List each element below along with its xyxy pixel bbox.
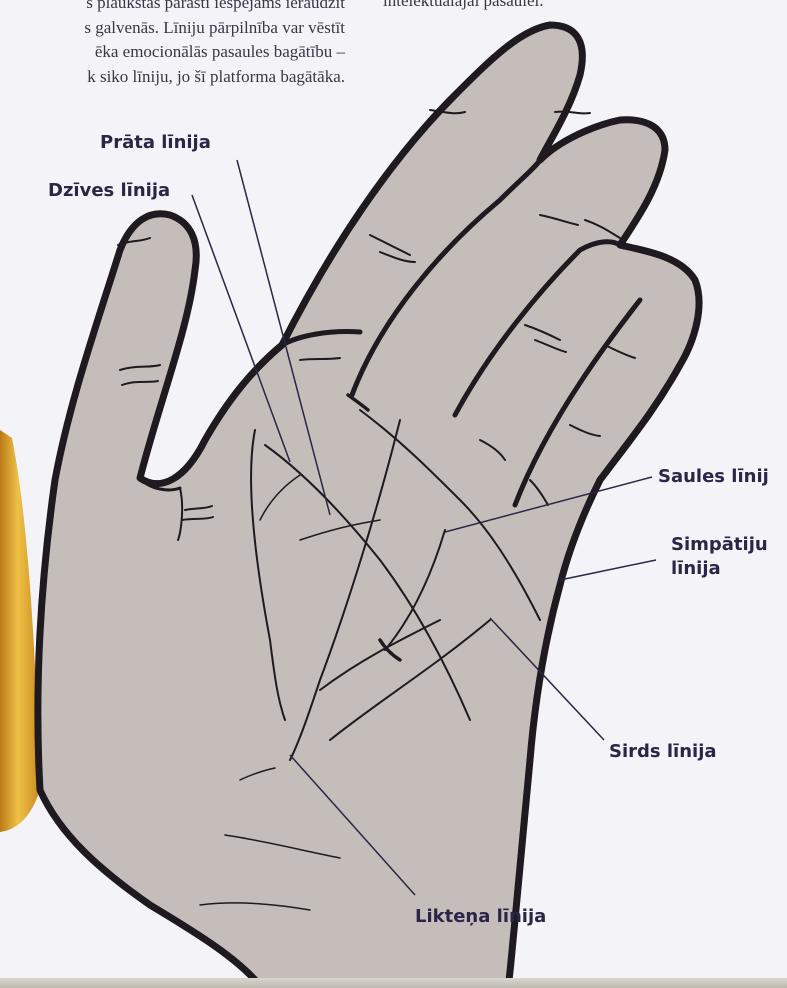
label-simpatiju-2: līnija: [671, 558, 721, 580]
label-dzives: Dzīves līnija: [48, 180, 170, 202]
label-simpatiju-1: Simpātiju: [671, 534, 768, 556]
corner-text: intelektuālajai pasaulei.: [383, 0, 544, 11]
label-saules: Saules līnij: [658, 466, 769, 488]
label-prata: Prāta līnija: [100, 132, 211, 154]
bottom-strip: [0, 978, 787, 988]
paragraph-line: s galvenās. Līniju pārpilnība var vēstīt: [0, 16, 345, 41]
paragraph: s plaukstās parasti iespējams ieraudzīt …: [0, 0, 345, 89]
paragraph-line: k siko līniju, jo šī platforma bagātāka.: [0, 65, 345, 90]
paragraph-line: s plaukstās parasti iespējams ieraudzīt: [0, 0, 345, 16]
label-liktena: Likteņa līnija: [415, 906, 546, 928]
yellow-strip: [0, 430, 40, 832]
label-sirds: Sirds līnija: [609, 741, 717, 763]
leader-simpatiju: [560, 560, 656, 580]
paragraph-line: ēka emocionālās pasaules bagātību –: [0, 40, 345, 65]
